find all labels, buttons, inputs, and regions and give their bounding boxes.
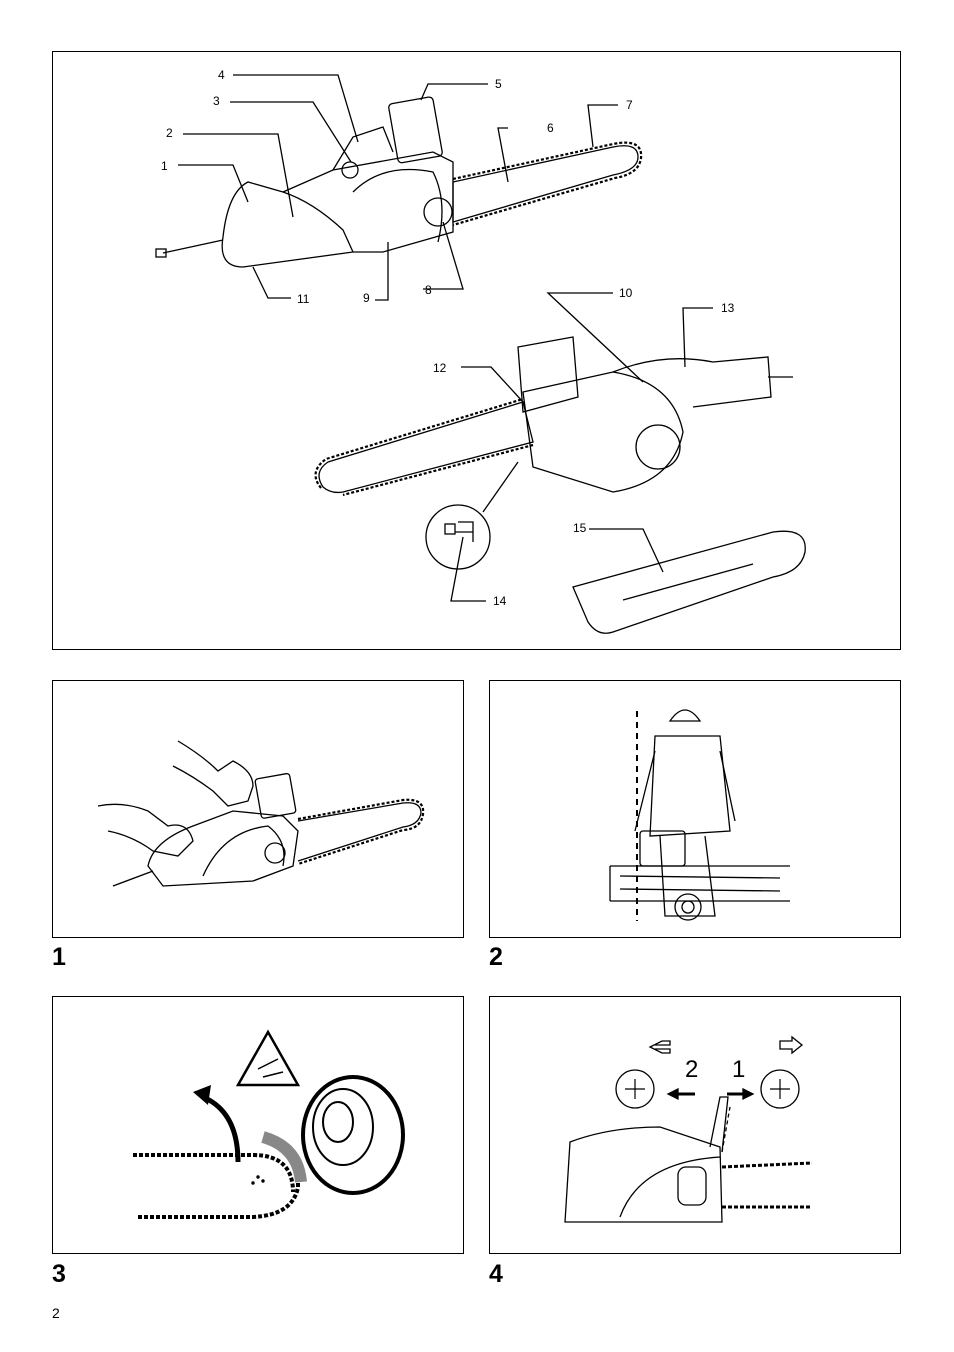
saw-chain-upper [722, 1163, 812, 1167]
left-arm [98, 804, 193, 856]
sprocket-knob [265, 843, 285, 863]
saw-chain-2 [316, 399, 533, 495]
leader-10 [548, 293, 643, 382]
figure-2-number: 2 [489, 943, 503, 972]
callout-15: 15 [573, 521, 587, 535]
leader-12 [461, 367, 523, 402]
leader-1 [178, 165, 248, 202]
motor-cover [636, 425, 680, 469]
parts-diagram: 1 2 3 4 5 6 7 8 9 10 11 12 13 14 15 [53, 52, 900, 649]
log-end [303, 1077, 403, 1193]
callout-6: 6 [547, 121, 554, 135]
figure-3-number: 3 [52, 1260, 66, 1289]
brake-guard [255, 773, 296, 818]
arrow-left-outline [650, 1041, 670, 1053]
leader-3 [230, 102, 351, 162]
direction-label-2: 2 [685, 1056, 698, 1083]
page-number: 2 [52, 1305, 60, 1321]
guide-bar [298, 803, 421, 861]
figure-2-illustration [490, 681, 900, 937]
figure-1-illustration [53, 681, 463, 937]
sprocket-cover [678, 1167, 706, 1205]
callout-4: 4 [218, 68, 225, 82]
figure-3-illustration [53, 997, 463, 1253]
leader-13 [683, 308, 713, 367]
figure-4-frame: 2 1 [489, 996, 901, 1254]
saw-body [148, 811, 298, 886]
worker-arms [635, 751, 735, 831]
oil-cap [342, 162, 358, 178]
leader-4 [233, 75, 358, 142]
callout-2: 2 [166, 126, 173, 140]
figure-1-number: 1 [52, 943, 66, 972]
kickback-zone [263, 1137, 301, 1182]
callout-12: 12 [433, 361, 447, 375]
figure-3-frame [52, 996, 464, 1254]
callout-9: 9 [363, 291, 370, 305]
figure-4-number: 4 [489, 1260, 503, 1289]
leader-8 [423, 222, 463, 289]
callout-5: 5 [495, 77, 502, 91]
sprocket-cover-knob [424, 198, 452, 226]
figure-2-frame [489, 680, 901, 938]
callout-7: 7 [626, 98, 633, 112]
helmet [670, 710, 700, 721]
direction-label-1: 1 [732, 1056, 745, 1083]
figure-1-frame [52, 680, 464, 938]
callout-13: 13 [721, 301, 735, 315]
log [610, 866, 790, 901]
detail-magnifier [426, 505, 490, 569]
leader-11 [253, 267, 291, 298]
callout-10: 10 [619, 286, 633, 300]
callout-14: 14 [493, 594, 507, 608]
leader-7 [588, 105, 618, 147]
saw-chain [453, 143, 641, 225]
power-cord [113, 871, 153, 886]
brake-lever [710, 1097, 728, 1152]
kickback-arrow [203, 1097, 238, 1162]
callout-1: 1 [161, 159, 168, 173]
chain-brake-guard-2 [518, 337, 578, 412]
chainsaw-body [565, 1127, 722, 1222]
rear-handle [222, 182, 353, 267]
parts-diagram-frame: 1 2 3 4 5 6 7 8 9 10 11 12 13 14 15 [52, 51, 901, 650]
callout-11: 11 [297, 292, 310, 306]
right-arm [173, 741, 253, 806]
saw-chain-upper [133, 1155, 293, 1192]
guide-bar [453, 146, 638, 222]
leader-2 [183, 134, 293, 217]
saw-chain-lower [138, 1177, 298, 1217]
rear-handle-2 [613, 357, 771, 407]
motor-housing-2 [523, 372, 683, 492]
arrow-right-outline [780, 1037, 802, 1053]
callout-8: 8 [425, 283, 432, 297]
worker-torso [650, 736, 730, 836]
warning-triangle [238, 1032, 298, 1085]
leader-6 [498, 128, 508, 182]
brake-icon-left [625, 1079, 645, 1099]
figure-4-illustration: 2 1 [490, 997, 900, 1253]
guide-bar-2 [319, 402, 533, 492]
callout-3: 3 [213, 94, 220, 108]
chainsaw [640, 831, 685, 866]
brake-icon-right [770, 1079, 790, 1099]
power-cord [163, 240, 223, 253]
